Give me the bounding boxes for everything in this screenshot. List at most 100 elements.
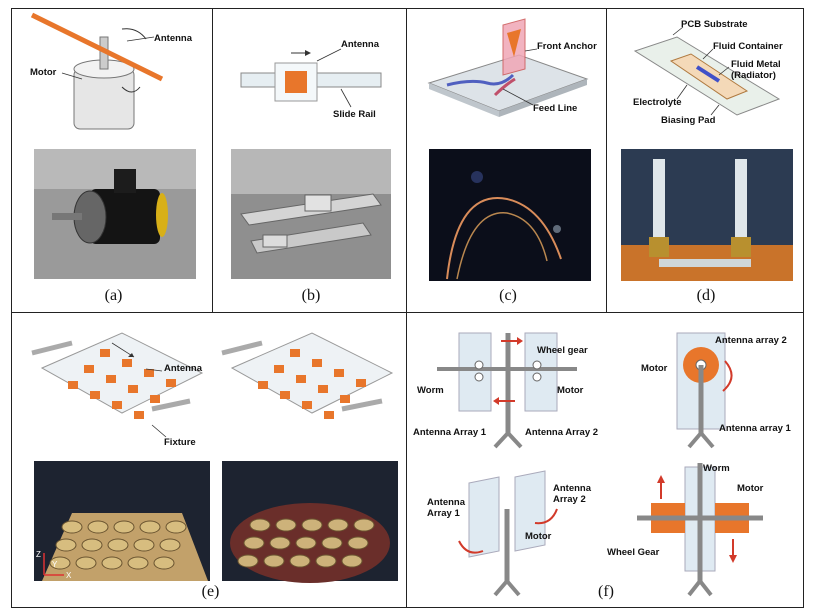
antenna-disk [301, 518, 323, 532]
label-biasing-pad: Biasing Pad [661, 115, 716, 126]
panel-b-drawing: Antenna Slide Rail [231, 39, 391, 279]
antenna-disk [153, 556, 175, 570]
antenna-disk [353, 518, 375, 532]
panel-f-drawing: Wheel gear Worm Motor Antenna Array 1 An… [413, 332, 792, 597]
antenna-disk [269, 536, 291, 550]
label-antenna-array-2: Antenna array 2 [715, 335, 787, 346]
label-antenna: Antenna [341, 39, 380, 50]
rotation-arrow-icon [121, 28, 147, 40]
panel-e: Antenna Fixture Z X Y (e) [11, 312, 408, 608]
antenna-patch [128, 385, 138, 393]
antenna-disk [321, 536, 343, 550]
antenna-patch [68, 381, 78, 389]
antenna-patch [356, 379, 366, 387]
antenna-disk [133, 538, 155, 552]
panel-e-drawing: Antenna Fixture Z X Y [31, 332, 398, 583]
axis-z-label: Z [36, 550, 41, 559]
antenna-disk [243, 536, 265, 550]
antenna-patch [340, 395, 350, 403]
label-pcb-substrate: PCB Substrate [681, 19, 748, 30]
caption-f: (f) [598, 583, 614, 600]
antenna-disk [101, 556, 123, 570]
antenna-disk [275, 518, 297, 532]
panel-a-drawing: Antenna Motor [30, 12, 196, 279]
antenna-rod [30, 12, 164, 82]
antenna-disk [61, 520, 83, 534]
antenna-disk [75, 556, 97, 570]
antenna-disk [81, 538, 103, 552]
antenna-disk [113, 520, 135, 534]
caption-d: (d) [696, 287, 716, 304]
antenna-disk [107, 538, 129, 552]
label-front-anchor: Front Anchor [537, 41, 597, 52]
label-wheel-gear: Wheel gear [537, 345, 588, 356]
label-array-1: Antenna [427, 497, 466, 508]
caption-c: (c) [499, 287, 517, 304]
antenna-patch [134, 411, 144, 419]
antenna-disk [165, 520, 187, 534]
axis-y-label: Y [52, 560, 58, 569]
label-motor: Motor [557, 385, 584, 396]
panel-d-drawing: PCB Substrate Fluid Container Fluid Meta… [621, 19, 793, 281]
antenna-patch [285, 71, 307, 93]
antenna-patch [106, 375, 116, 383]
antenna-patch [302, 401, 312, 409]
antenna-array-2-plate [524, 332, 558, 412]
label-worm: Worm [703, 463, 730, 474]
label-motor: Motor [737, 483, 764, 494]
panel-c-drawing: Front Anchor Feed Line [427, 18, 597, 281]
label-fluid-metal-radiator: (Radiator) [731, 70, 776, 81]
antenna-patch [312, 359, 322, 367]
axis-x-label: X [66, 571, 72, 580]
label-antenna: Antenna [164, 363, 203, 374]
label-motor: Motor [30, 67, 57, 78]
label-motor: Motor [641, 363, 668, 374]
antenna-disk [341, 554, 363, 568]
panel-b: Antenna Slide Rail (b) [212, 8, 408, 314]
antenna-disk [295, 536, 317, 550]
label-wheel-gear: Wheel Gear [607, 547, 660, 558]
rotation-arrow-icon [722, 360, 733, 392]
panel-f: Wheel gear Worm Motor Antenna Array 1 An… [406, 312, 804, 608]
antenna-patch [334, 369, 344, 377]
antenna-patch [150, 395, 160, 403]
feed-line [446, 73, 515, 87]
antenna-array-2-flap [514, 470, 546, 552]
antenna-patch [122, 359, 132, 367]
antenna-patch [324, 411, 334, 419]
label-worm: Worm [417, 385, 444, 396]
caption-a: (a) [104, 287, 123, 304]
label-fixture: Fixture [164, 437, 196, 448]
antenna-disk [249, 518, 271, 532]
antenna-disk [289, 554, 311, 568]
label-antenna-array-1: Antenna array 1 [719, 423, 792, 434]
antenna-disk [347, 536, 369, 550]
antenna-disk [327, 518, 349, 532]
antenna-disk [263, 554, 285, 568]
antenna-patch [274, 365, 284, 373]
panel-a: Antenna Motor (a) [11, 8, 214, 314]
antenna-disk [139, 520, 161, 534]
antenna-photo [429, 149, 591, 281]
antenna-patch [166, 379, 176, 387]
antenna-patch [100, 349, 110, 357]
label-motor: Motor [525, 531, 552, 542]
antenna-disk [159, 538, 181, 552]
label-slide-rail: Slide Rail [333, 109, 376, 120]
antenna-patch [112, 401, 122, 409]
antenna-disk [315, 554, 337, 568]
antenna-patch [296, 375, 306, 383]
antenna-disk [49, 556, 71, 570]
panel-d: PCB Substrate Fluid Container Fluid Meta… [606, 8, 804, 314]
label-antenna-array-2: Antenna Array 2 [525, 427, 598, 438]
antenna-array-1-flap [468, 476, 500, 558]
label-feed-line: Feed Line [533, 103, 577, 114]
label-fluid-metal: Fluid Metal [731, 59, 781, 70]
antenna-patch [90, 391, 100, 399]
label-antenna: Antenna [154, 33, 193, 44]
label-array-1-line2: Array 1 [427, 508, 460, 519]
antenna-patch [290, 349, 300, 357]
fixture-rod [31, 340, 73, 356]
label-array-2: Antenna [553, 483, 592, 494]
antenna-disk [237, 554, 259, 568]
